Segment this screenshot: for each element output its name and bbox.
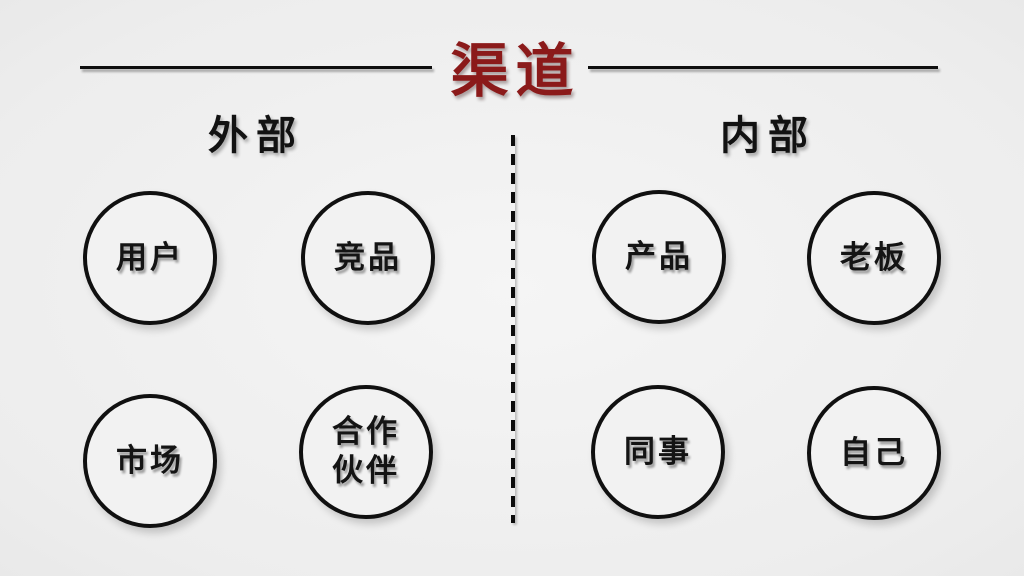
circle-self-label: 自己 (840, 434, 908, 470)
circle-partners-label: 合作伙伴 (332, 414, 400, 488)
circle-colleagues: 同事 (591, 385, 725, 519)
section-label-internal: 内部 (720, 114, 816, 158)
circle-colleagues-label: 同事 (624, 433, 692, 469)
section-label-external: 外部 (208, 114, 304, 158)
circle-users: 用户 (83, 191, 217, 325)
page-title: 渠道 (450, 39, 581, 104)
circle-market: 市场 (83, 394, 217, 528)
circle-competitors-label: 竞品 (334, 239, 402, 275)
circle-partners: 合作伙伴 (299, 385, 433, 519)
circle-product: 产品 (592, 190, 726, 324)
title-right-line (588, 66, 938, 69)
circle-self: 自己 (807, 386, 941, 520)
circle-boss-label: 老板 (840, 239, 908, 275)
circle-market-label: 市场 (116, 442, 184, 478)
circle-users-label: 用户 (116, 239, 184, 275)
circle-boss: 老板 (807, 191, 941, 325)
circle-product-label: 产品 (625, 238, 693, 274)
dashed-divider-line (511, 135, 515, 523)
title-left-line (80, 66, 432, 69)
circle-competitors: 竞品 (301, 191, 435, 325)
